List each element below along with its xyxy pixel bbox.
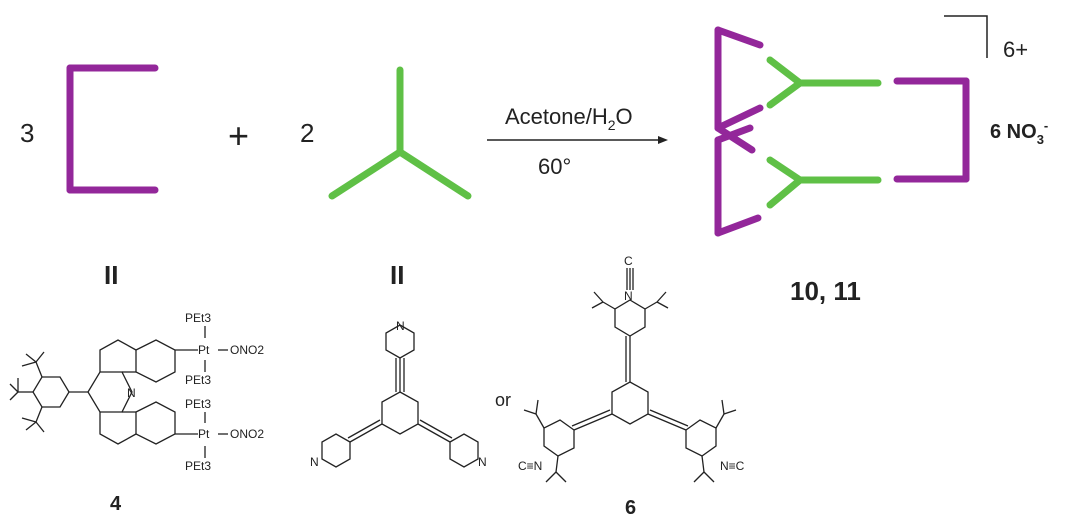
compound-6-label: 6 [625,497,636,519]
donor-tripod [328,66,472,200]
svg-text:N: N [127,386,136,400]
svg-text:Pt: Pt [198,343,210,357]
compound-5-labels: N N N [310,319,487,469]
charge-bracket [944,15,988,58]
or-text: or [495,390,511,410]
charge-label: 6+ [1003,37,1028,62]
plus-sign: + [228,115,249,156]
product-cage [714,26,970,237]
conditions-solvent: Acetone/H2O [505,104,633,133]
svg-text:N: N [310,455,319,469]
conditions-temperature: 60° [538,154,571,179]
cage-donors [766,56,882,209]
svg-text:C≡N: C≡N [518,459,542,473]
svg-text:ONO2: ONO2 [230,427,264,441]
compound-5-structure [321,324,479,468]
svg-text:Pt: Pt [198,427,210,441]
compound-6-labels: C N C≡N N≡C [518,254,745,473]
cage-acceptors [714,26,970,237]
acceptor-bracket [66,64,159,194]
donor-arm-right [396,148,472,200]
compound-4-structure [9,326,228,458]
product-label: 10, 11 [790,276,861,306]
donor-label: II [390,260,404,290]
compound-6-structure [523,268,737,483]
svg-text:PEt3: PEt3 [185,311,211,325]
reaction-arrow [487,136,668,144]
svg-text:PEt3: PEt3 [185,459,211,473]
coefficient-donor: 2 [300,118,314,148]
svg-text:N≡C: N≡C [720,459,745,473]
svg-text:N: N [478,455,487,469]
acceptor-label: II [104,260,118,290]
svg-text:N: N [624,289,633,303]
svg-text:N: N [396,319,405,333]
compound-4-labels: PEt3 Pt ONO2 PEt3 PEt3 Pt ONO2 PEt3 N [127,311,264,473]
compound-4-label: 4 [110,493,122,515]
svg-text:ONO2: ONO2 [230,343,264,357]
svg-text:PEt3: PEt3 [185,373,211,387]
coefficient-acceptor: 3 [20,118,34,148]
donor-arm-left [328,148,404,200]
svg-text:C: C [624,254,633,268]
svg-text:PEt3: PEt3 [185,397,211,411]
counterion-label: 6 NO3- [990,118,1048,147]
